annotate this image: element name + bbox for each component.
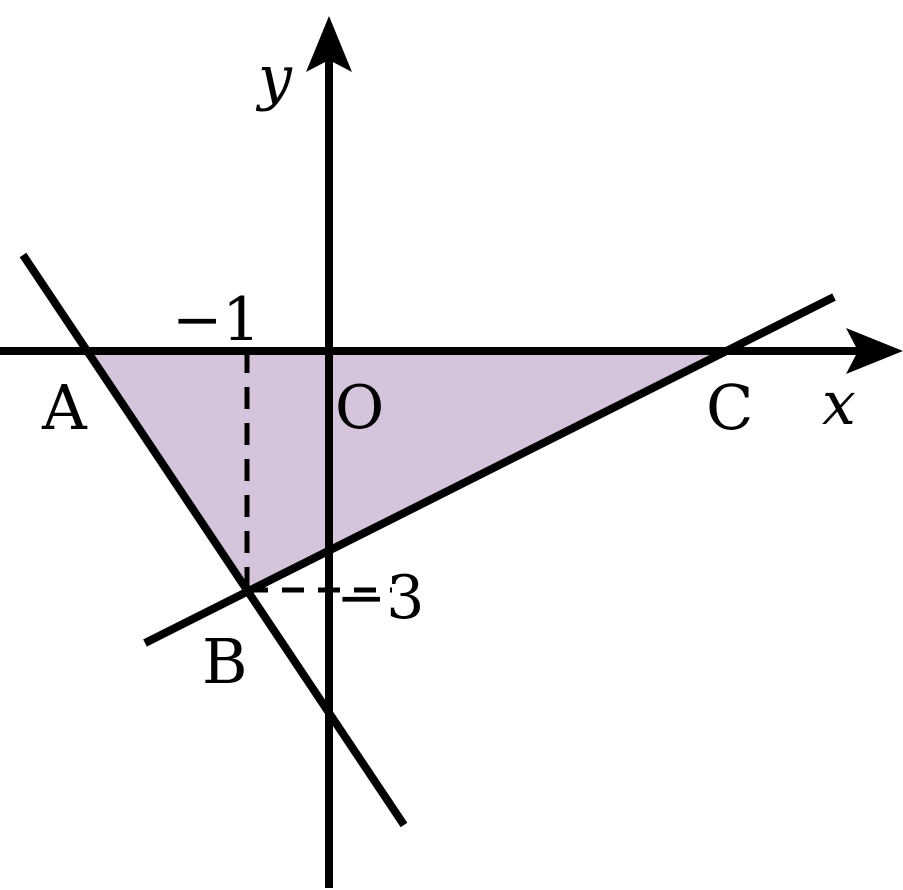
x-axis-arrow-icon	[846, 328, 903, 374]
y-axis-arrow-icon	[306, 16, 352, 72]
shaded-region-abc	[89, 351, 725, 590]
line-ab	[19, 252, 408, 828]
y-axis-label: y	[255, 43, 293, 113]
point-label-c: C	[706, 371, 753, 444]
y-tick-label: −3	[336, 563, 424, 633]
origin-label: O	[335, 373, 384, 443]
x-tick-label: −1	[172, 285, 260, 355]
x-axis-label: x	[822, 369, 856, 439]
line-bc	[143, 293, 836, 647]
point-label-a: A	[41, 371, 88, 444]
point-label-b: B	[202, 625, 248, 698]
